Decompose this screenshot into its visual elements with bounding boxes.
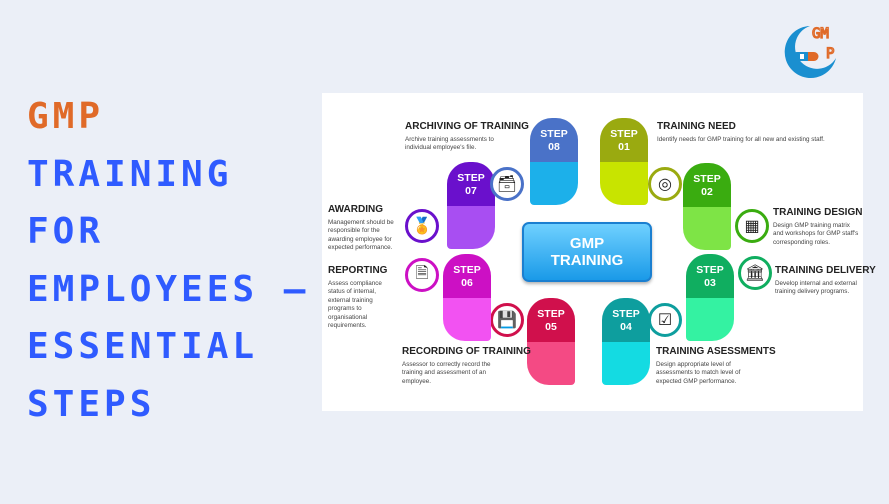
page-title: GMP TRAINING FOR EMPLOYEES – ESSENTIAL S… xyxy=(27,96,310,425)
center-title-box: GMP TRAINING xyxy=(522,222,652,282)
document-icon: 🗎 xyxy=(405,258,439,292)
step-title: RECORDING OF TRAINING xyxy=(402,346,531,357)
step-07-text: AWARDING Management should be responsibl… xyxy=(328,204,396,253)
archive-box-icon: 🗃 xyxy=(490,167,524,201)
step-description: Assess compliance status of internal, ex… xyxy=(328,279,382,330)
step-title: TRAINING DELIVERY xyxy=(775,265,876,276)
step-description: Design appropriate level of assessments … xyxy=(656,360,741,385)
step-description: Design GMP training matrix and workshops… xyxy=(773,221,859,246)
step-03-text: TRAINING DELIVERY Develop internal and e… xyxy=(775,265,876,297)
floppy-disk-icon: 💾 xyxy=(490,303,524,337)
step-description: Archive training assessments to individu… xyxy=(405,135,494,152)
svg-text:P: P xyxy=(826,46,834,62)
target-icon: ◎ xyxy=(648,167,682,201)
step-01-text: TRAINING NEED Identify needs for GMP tra… xyxy=(657,121,837,144)
svg-text:GM: GM xyxy=(812,26,829,42)
step-description: Assessor to correctly record the trainin… xyxy=(402,360,491,385)
step-description: Identify needs for GMP training for all … xyxy=(657,135,825,143)
presentation-board-icon: ▦ xyxy=(735,209,769,243)
step-08-text: ARCHIVING OF TRAINING Archive training a… xyxy=(405,121,529,153)
checklist-icon: ☑ xyxy=(648,303,682,337)
step-02-text: TRAINING DESIGN Design GMP training matr… xyxy=(773,207,863,247)
step-title: TRAINING NEED xyxy=(657,121,736,132)
step-title: TRAINING ASESSMENTS xyxy=(656,346,776,357)
step-title: AWARDING xyxy=(328,204,383,215)
medal-icon: 🏅 xyxy=(405,209,439,243)
step-06-text: REPORTING Assess compliance status of in… xyxy=(328,265,390,331)
step-04-text: TRAINING ASESSMENTS Design appropriate l… xyxy=(656,346,776,386)
step-title: ARCHIVING OF TRAINING xyxy=(405,121,529,132)
gmp-logo: GM P xyxy=(784,25,836,78)
step-description: Develop internal and external training d… xyxy=(775,279,857,296)
step-title: REPORTING xyxy=(328,265,388,276)
step-title: TRAINING DESIGN xyxy=(773,207,863,218)
institution-icon: 🏛 xyxy=(738,256,772,290)
step-05-text: RECORDING OF TRAINING Assessor to correc… xyxy=(402,346,531,386)
step-description: Management should be responsible for the… xyxy=(328,218,394,252)
